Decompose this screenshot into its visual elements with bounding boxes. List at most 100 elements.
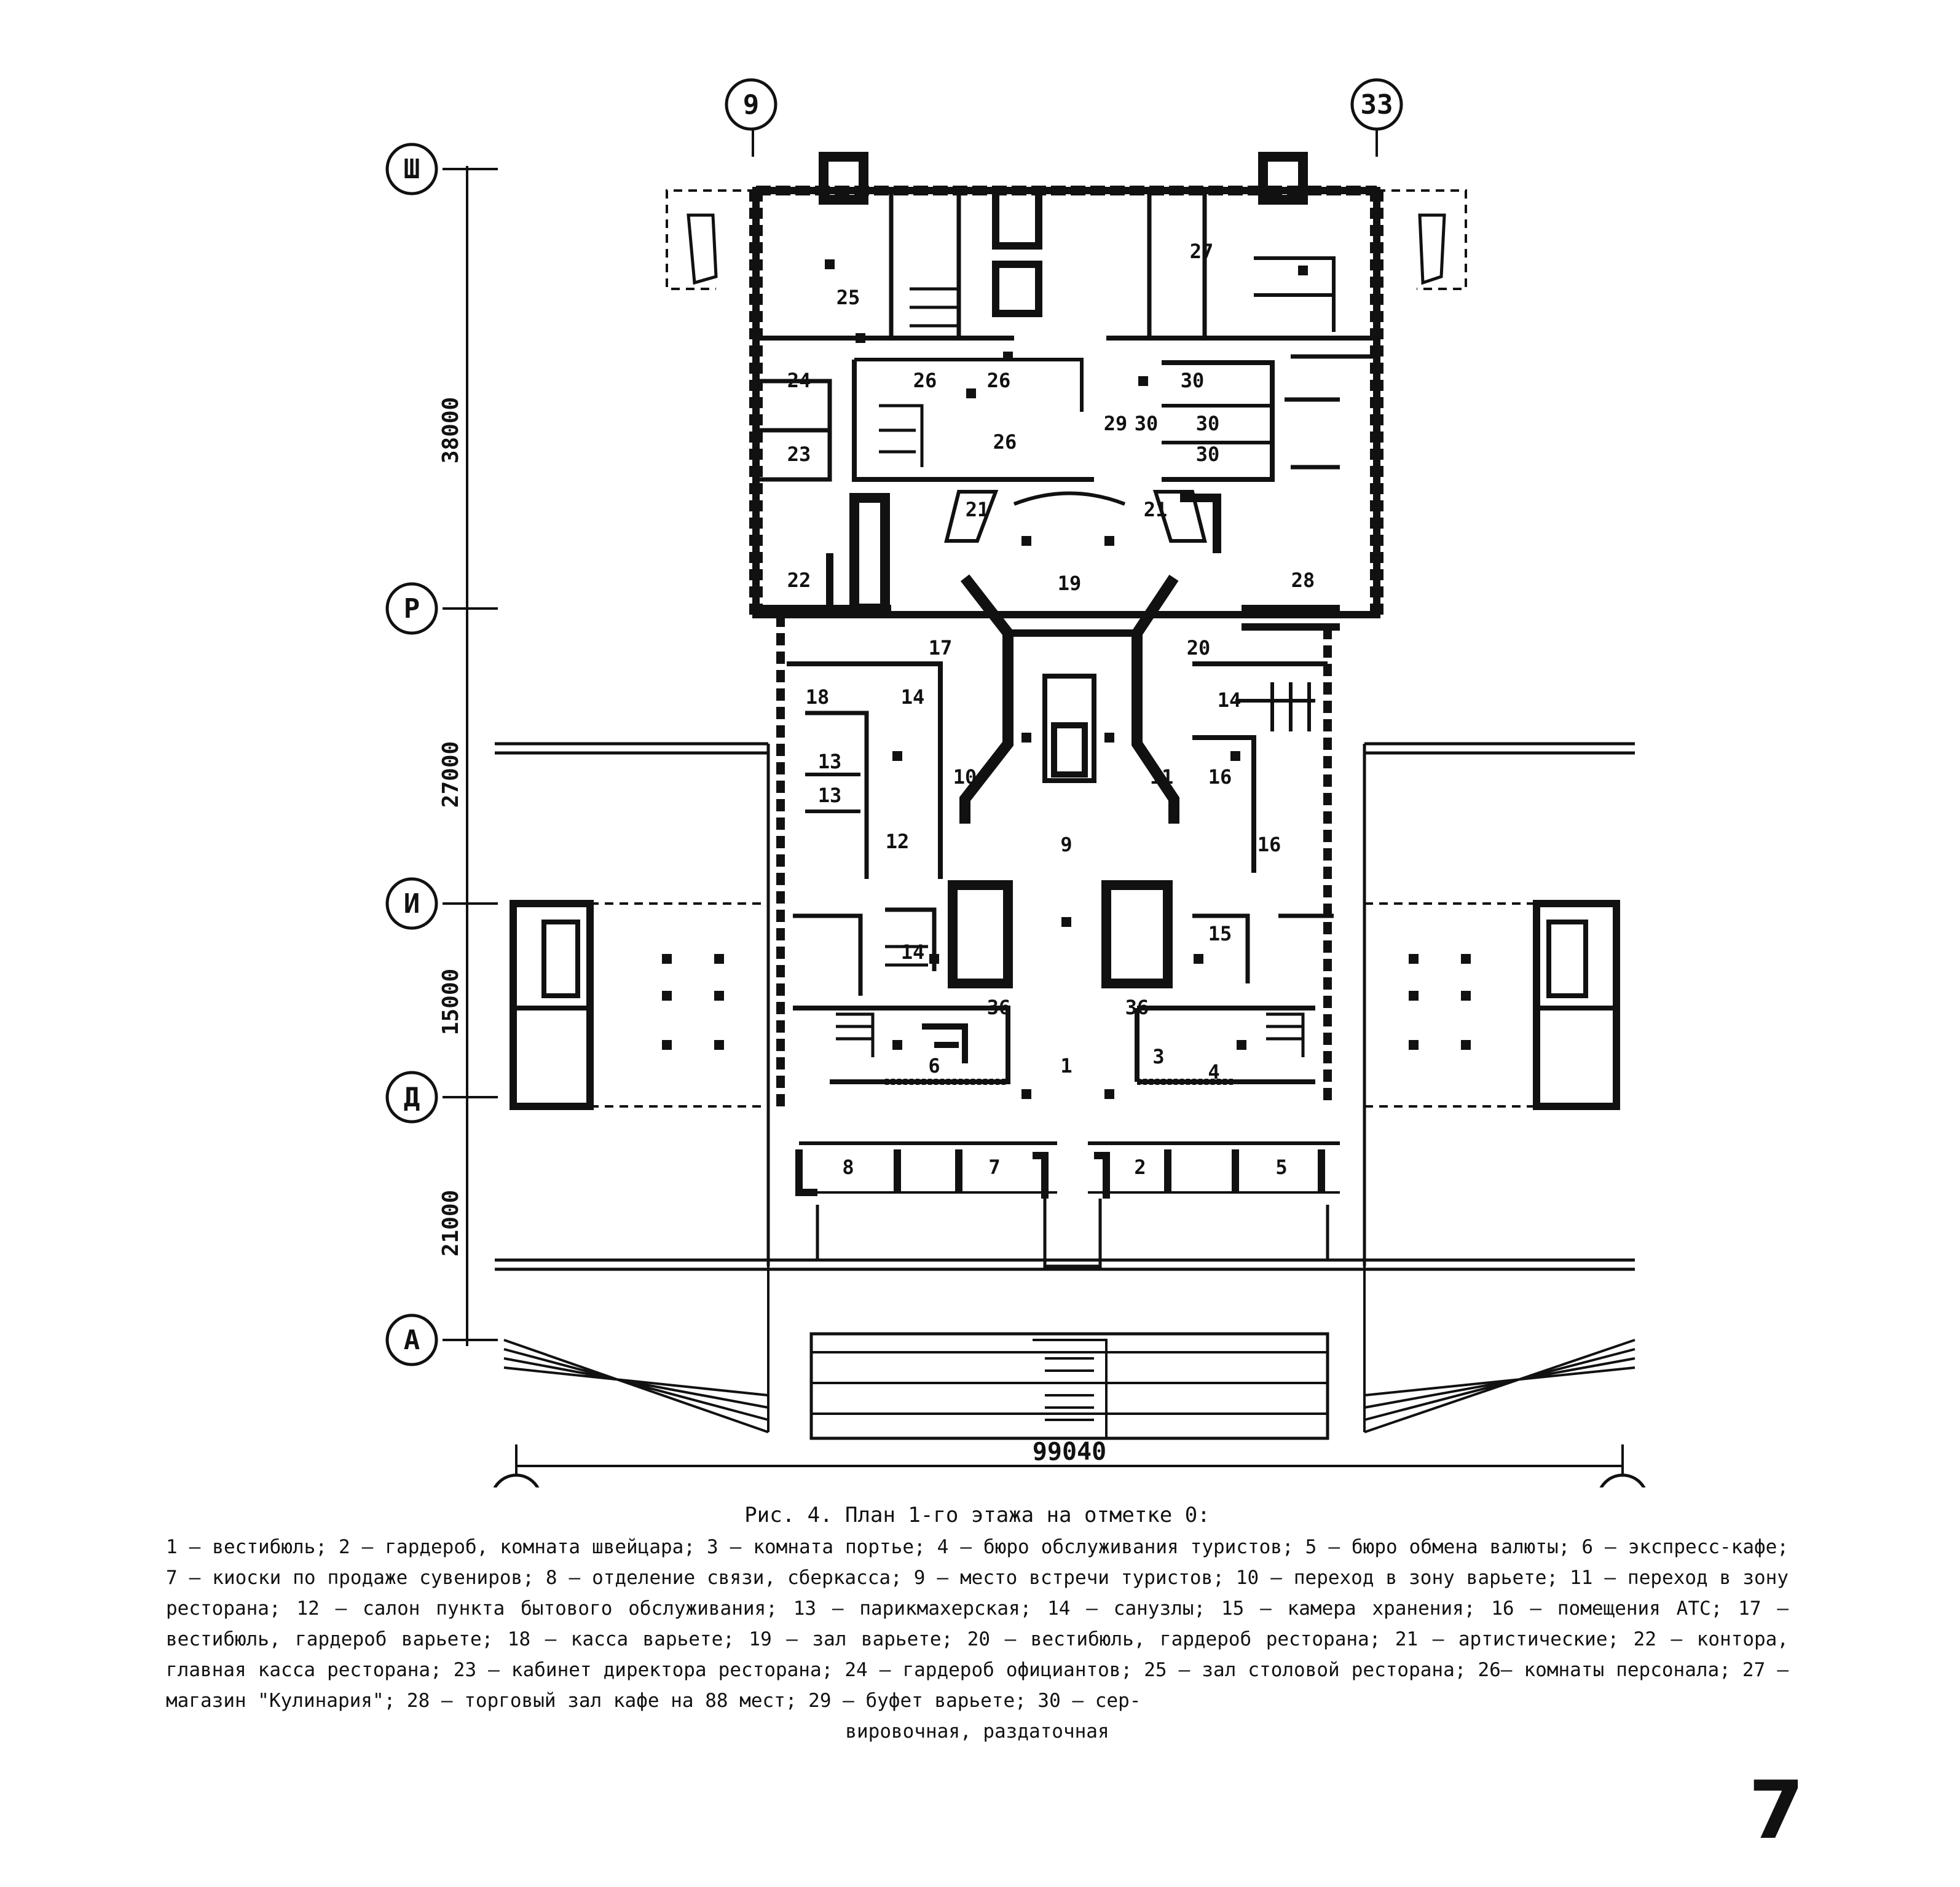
room-label: 19 xyxy=(1058,572,1082,595)
room-label: 27 xyxy=(1190,240,1214,263)
column-mark xyxy=(856,333,865,343)
column-mark xyxy=(1298,266,1308,275)
column-mark xyxy=(1104,1089,1114,1099)
column-mark xyxy=(1461,954,1471,964)
axis-markers xyxy=(385,78,1646,1487)
room-label: 26 xyxy=(987,369,1011,392)
plan-columns xyxy=(662,259,1471,1099)
column-mark xyxy=(714,991,724,1001)
room-label: 18 xyxy=(806,685,830,709)
room-label: 36 xyxy=(1125,996,1149,1019)
room-label: 15 xyxy=(1208,922,1232,945)
axis-label-a: А xyxy=(404,1325,420,1356)
axis-marker-9 xyxy=(725,78,777,131)
axis-marker-41 xyxy=(1599,1473,1646,1487)
axis-label-r: Р xyxy=(404,593,420,624)
column-mark xyxy=(892,1040,902,1050)
column-mark xyxy=(1409,991,1419,1001)
axis-marker-d xyxy=(385,1071,438,1124)
column-mark xyxy=(1021,536,1031,546)
column-mark xyxy=(966,388,976,398)
axis-marker-33 xyxy=(1350,78,1403,131)
column-mark xyxy=(1104,733,1114,743)
dimension-38000: 38000 xyxy=(438,397,463,463)
room-label: 1 xyxy=(1060,1054,1072,1077)
room-label: 9 xyxy=(1060,833,1072,856)
room-label: 21 xyxy=(966,498,990,521)
column-mark xyxy=(662,991,672,1001)
room-label: 30 xyxy=(1135,412,1159,435)
room-label: 8 xyxy=(842,1156,854,1179)
room-label: 3 xyxy=(1152,1045,1164,1068)
axis-label-1prime: 1' xyxy=(500,1484,533,1487)
room-label: 28 xyxy=(1291,569,1315,592)
dimension-15000: 15000 xyxy=(438,969,463,1035)
room-label: 26 xyxy=(913,369,937,392)
axis-label-i: И xyxy=(404,888,420,920)
column-mark xyxy=(1003,352,1013,361)
caption-title: Рис. 4. План 1-го этажа на отметке 0: xyxy=(744,1503,1210,1527)
plan-walls xyxy=(443,126,1635,1487)
column-mark xyxy=(714,954,724,964)
column-mark xyxy=(1061,917,1071,927)
room-label: 12 xyxy=(886,830,910,853)
column-mark xyxy=(1461,1040,1471,1050)
column-mark xyxy=(662,954,672,964)
column-mark xyxy=(1138,376,1148,386)
room-label: 21 xyxy=(1144,498,1168,521)
axis-label-9: 9 xyxy=(743,89,760,120)
room-label: 30 xyxy=(1196,443,1220,466)
room-label: 14 xyxy=(901,940,925,964)
column-mark xyxy=(1021,733,1031,743)
column-mark xyxy=(929,954,939,964)
room-label: 25 xyxy=(836,286,860,309)
room-label: 13 xyxy=(818,750,842,773)
room-label: 11 xyxy=(1150,765,1174,789)
column-mark xyxy=(1237,1040,1246,1050)
room-label: 6 xyxy=(928,1054,940,1077)
room-label: 7 xyxy=(988,1156,1000,1179)
room-label: 24 xyxy=(787,369,811,392)
room-label: 14 xyxy=(901,685,925,709)
room-label: 4 xyxy=(1208,1060,1219,1084)
column-mark xyxy=(825,259,835,269)
room-label: 16 xyxy=(1257,833,1281,856)
column-mark xyxy=(892,751,902,761)
column-mark xyxy=(662,1040,672,1050)
axis-label-41: 41 xyxy=(1607,1484,1639,1487)
axis-label-d: Д xyxy=(404,1082,420,1113)
room-label: 2 xyxy=(1134,1156,1146,1179)
room-label: 23 xyxy=(787,443,811,466)
room-label: 14 xyxy=(1218,688,1242,712)
room-label: 16 xyxy=(1208,765,1232,789)
room-label: 17 xyxy=(929,636,953,660)
room-label: 30 xyxy=(1181,369,1205,392)
room-label: 29 xyxy=(1104,412,1128,435)
column-mark xyxy=(1461,991,1471,1001)
axis-marker-a xyxy=(385,1314,438,1366)
room-label: 10 xyxy=(953,765,977,789)
room-label: 13 xyxy=(818,784,842,807)
column-mark xyxy=(1194,954,1203,964)
axis-marker-i xyxy=(385,877,438,930)
floor-plan-drawing: 9 33 Ш Р И Д А 1' 41 38000 27000 15000 2… xyxy=(385,78,1646,1487)
axis-label-33: 33 xyxy=(1361,89,1393,120)
axis-marker-r xyxy=(385,582,438,635)
caption-legend: 1 – вестибюль; 2 – гардероб, комната шве… xyxy=(166,1536,1789,1712)
dimension-21000: 21000 xyxy=(438,1190,463,1256)
page-number: 7 xyxy=(1749,1763,1805,1857)
dimension-99040: 99040 xyxy=(1033,1438,1106,1466)
axis-marker-sh xyxy=(385,143,438,195)
axis-label-sh: Ш xyxy=(404,154,420,185)
column-mark xyxy=(1409,954,1419,964)
room-label: 26 xyxy=(993,430,1017,454)
room-label: 30 xyxy=(1196,412,1220,435)
column-mark xyxy=(1409,1040,1419,1050)
column-mark xyxy=(1104,536,1114,546)
figure-caption: Рис. 4. План 1-го этажа на отметке 0: 1 … xyxy=(166,1500,1789,1747)
room-label: 22 xyxy=(787,569,811,592)
room-label: 36 xyxy=(987,996,1011,1019)
column-mark xyxy=(714,1040,724,1050)
caption-legend-end: вировочная, раздаточная xyxy=(845,1720,1109,1743)
dimension-27000: 27000 xyxy=(438,741,463,808)
